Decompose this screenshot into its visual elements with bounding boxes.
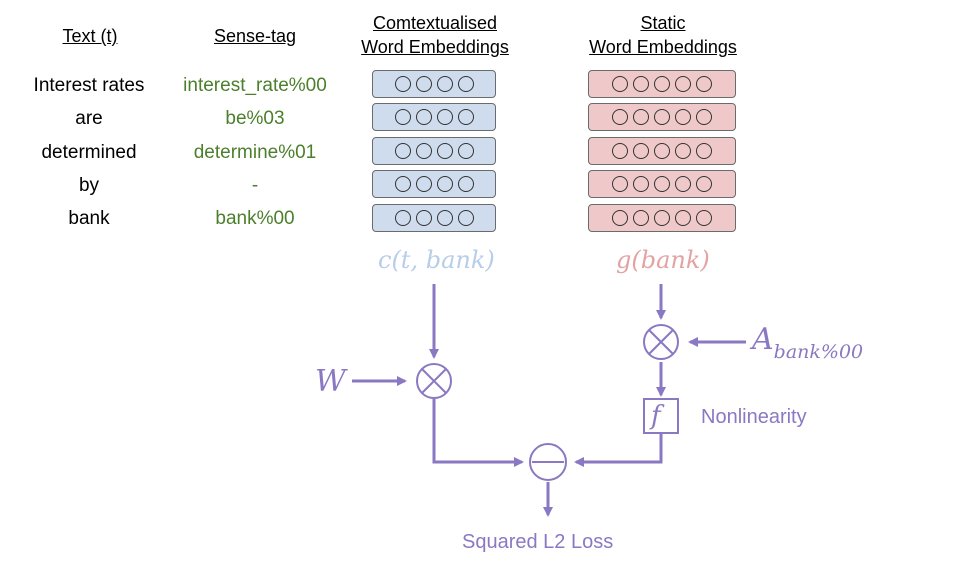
w-matrix-label: W bbox=[315, 364, 346, 399]
embedding-dimension bbox=[436, 143, 453, 159]
static-embedding-vector bbox=[588, 204, 736, 232]
word-row: determined bbox=[41, 142, 137, 163]
word-row: are bbox=[75, 108, 103, 129]
embedding-dimension bbox=[415, 143, 432, 159]
static-function-label: g(bank) bbox=[616, 246, 710, 274]
contextual-embedding-vector bbox=[372, 103, 496, 131]
embedding-dimension bbox=[394, 210, 411, 226]
embedding-dimension bbox=[654, 143, 670, 159]
embedding-dimension bbox=[654, 176, 670, 192]
embedding-dimension bbox=[675, 176, 691, 192]
f-label: f bbox=[651, 401, 661, 431]
contextual-embedding-vector bbox=[372, 204, 496, 232]
multiply-operator-right bbox=[643, 324, 679, 360]
sense-tag: be%03 bbox=[225, 108, 285, 129]
embedding-dimension bbox=[675, 109, 691, 125]
multiply-operator-left bbox=[416, 363, 452, 399]
word-row: Interest rates bbox=[33, 75, 145, 96]
embedding-dimension bbox=[633, 176, 649, 192]
header-contextual-line2: Word Embeddings bbox=[361, 37, 509, 57]
word-row: bank bbox=[68, 208, 110, 229]
header-sense-tag: Sense-tag bbox=[213, 26, 297, 46]
loss-label: Squared L2 Loss bbox=[462, 531, 614, 553]
sense-tag: determine%01 bbox=[193, 142, 317, 163]
embedding-dimension bbox=[394, 109, 411, 125]
header-static-line2: Word Embeddings bbox=[589, 37, 737, 57]
embedding-dimension bbox=[633, 210, 649, 226]
word-row: by bbox=[78, 175, 100, 196]
embedding-dimension bbox=[394, 143, 411, 159]
contextual-function-label: c(t, bank) bbox=[378, 246, 495, 274]
embedding-dimension bbox=[612, 76, 628, 92]
embedding-dimension bbox=[436, 76, 453, 92]
embedding-dimension bbox=[633, 143, 649, 159]
embedding-dimension bbox=[394, 176, 411, 192]
contextual-embedding-vector bbox=[372, 170, 496, 198]
embedding-dimension bbox=[436, 109, 453, 125]
embedding-dimension bbox=[415, 210, 432, 226]
header-contextual-line1: Comtextualised bbox=[372, 13, 498, 33]
embedding-dimension bbox=[675, 76, 691, 92]
header-static-line1: Static bbox=[640, 13, 686, 33]
embedding-dimension bbox=[654, 76, 670, 92]
embedding-dimension bbox=[612, 143, 628, 159]
embedding-dimension bbox=[696, 210, 712, 226]
embedding-dimension bbox=[633, 109, 649, 125]
embedding-dimension bbox=[457, 210, 474, 226]
embedding-dimension bbox=[654, 109, 670, 125]
static-embedding-vector bbox=[588, 70, 736, 98]
embedding-dimension bbox=[633, 76, 649, 92]
static-embedding-vector bbox=[588, 170, 736, 198]
embedding-dimension bbox=[654, 210, 670, 226]
static-embedding-vector bbox=[588, 137, 736, 165]
arrow-f-to-minus bbox=[574, 434, 663, 467]
embedding-dimension bbox=[457, 109, 474, 125]
sense-tag: bank%00 bbox=[215, 208, 295, 229]
embedding-dimension bbox=[696, 109, 712, 125]
embedding-dimension bbox=[415, 176, 432, 192]
sense-tag: - bbox=[251, 175, 259, 196]
embedding-dimension bbox=[675, 143, 691, 159]
embedding-dimension bbox=[415, 109, 432, 125]
embedding-dimension bbox=[612, 109, 628, 125]
nonlinearity-label: Nonlinearity bbox=[701, 406, 807, 428]
minus-operator bbox=[529, 443, 567, 481]
contextual-embedding-vector bbox=[372, 70, 496, 98]
a-matrix-subscript: bank%00 bbox=[773, 341, 864, 363]
embedding-dimension bbox=[457, 143, 474, 159]
embedding-dimension bbox=[612, 176, 628, 192]
embedding-dimension bbox=[415, 76, 432, 92]
static-embedding-vector bbox=[588, 103, 736, 131]
sense-tag: interest_rate%00 bbox=[183, 75, 327, 96]
embedding-dimension bbox=[457, 176, 474, 192]
embedding-dimension bbox=[675, 210, 691, 226]
embedding-dimension bbox=[436, 210, 453, 226]
a-matrix-label: Abank%00 bbox=[752, 322, 864, 364]
embedding-dimension bbox=[612, 210, 628, 226]
nonlinearity-box bbox=[643, 398, 679, 434]
embedding-dimension bbox=[457, 76, 474, 92]
header-text: Text (t) bbox=[62, 26, 118, 46]
embedding-dimension bbox=[696, 176, 712, 192]
embedding-dimension bbox=[696, 143, 712, 159]
embedding-dimension bbox=[436, 176, 453, 192]
embedding-dimension bbox=[394, 76, 411, 92]
arrow-multiply-to-minus bbox=[432, 399, 524, 467]
a-matrix-symbol: A bbox=[752, 322, 774, 357]
embedding-dimension bbox=[696, 76, 712, 92]
contextual-embedding-vector bbox=[372, 137, 496, 165]
